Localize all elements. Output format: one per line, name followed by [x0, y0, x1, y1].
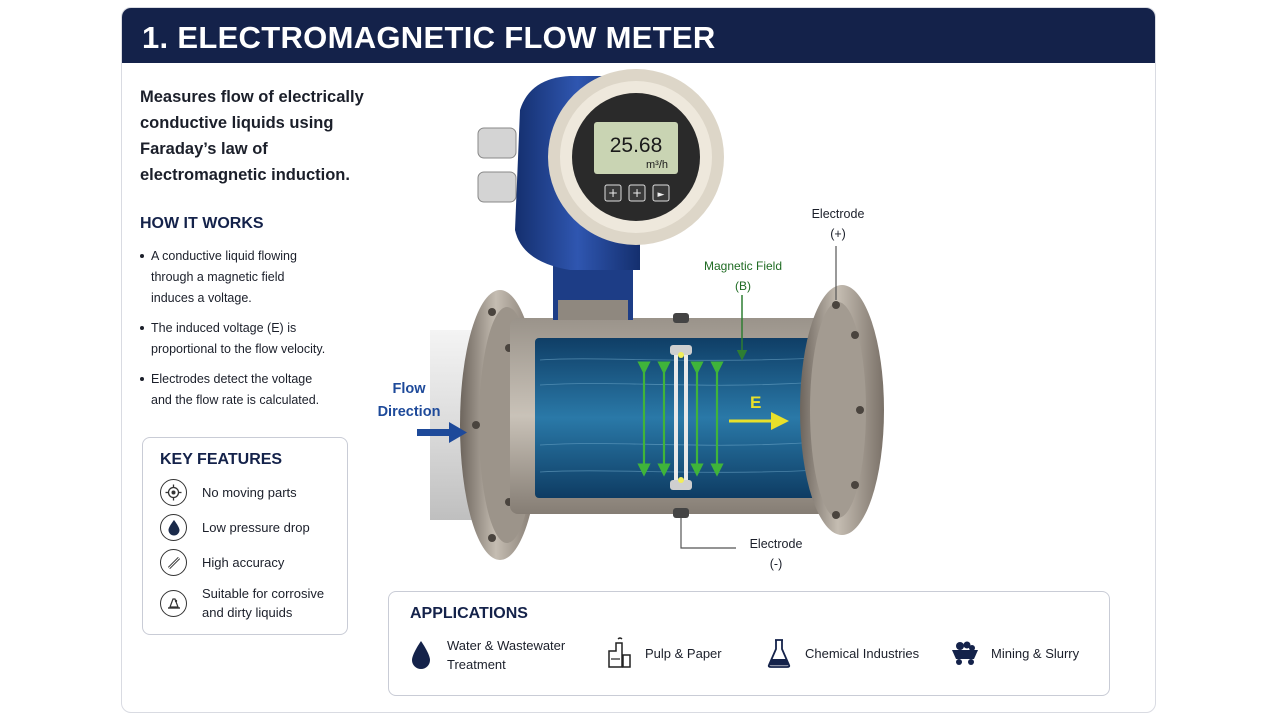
pencil-icon [160, 549, 187, 576]
item-line: Electrodes detect the voltage [151, 372, 313, 386]
item-line: proportional to the flow velocity. [151, 342, 326, 356]
item-line: A conductive liquid flowing [151, 249, 297, 263]
application-label: Mining & Slurry [991, 645, 1080, 661]
how-it-works-heading: HOW IT WORKS [140, 215, 264, 232]
feature-item: Suitable for corrosive and dirty liquids [160, 584, 324, 622]
water-drop-icon [407, 638, 435, 672]
flow-label-line: Flow [392, 381, 426, 397]
label-line: Electrode [749, 537, 803, 551]
display-value: 25.68 [610, 134, 663, 157]
electrode-positive-label: Electrode (+) [790, 204, 886, 244]
application-item: Mining & Slurry [951, 636, 1079, 670]
svg-text:►: ► [658, 190, 665, 200]
application-item: Water & Wastewater Treatment [407, 636, 565, 674]
how-it-works-list: A conductive liquid flowing through a ma… [140, 246, 380, 420]
flow-label-line: Direction [377, 404, 441, 420]
intro-line: Faraday’s law of [140, 140, 268, 158]
how-it-works-item: A conductive liquid flowing through a ma… [140, 246, 380, 309]
display-unit: m³/h [646, 159, 668, 171]
target-icon [160, 479, 187, 506]
flask-icon [765, 636, 793, 670]
feature-item: Low pressure drop [160, 514, 310, 541]
label-line: (-) [769, 557, 783, 571]
flow-direction-label: Flow Direction [372, 378, 446, 424]
label-line: (+) [830, 227, 846, 241]
item-line: and the flow rate is calculated. [151, 393, 320, 407]
corrosion-icon [160, 589, 187, 617]
application-item: Chemical Industries [765, 636, 919, 670]
how-it-works-item: Electrodes detect the voltage and the fl… [140, 369, 380, 411]
e-label: E [750, 393, 761, 412]
feature-label: and dirty liquids [202, 605, 293, 620]
intro-line: Measures flow of electrically [140, 88, 364, 106]
applications-panel: APPLICATIONS Water & Wastewater Treatmen… [388, 591, 1110, 696]
droplet-icon [160, 514, 187, 541]
svg-text:+: + [608, 186, 618, 200]
label-line: Magnetic Field [703, 259, 783, 273]
application-label: Water & Wastewater [447, 638, 566, 653]
application-label: Pulp & Paper [645, 645, 722, 661]
label-line: Electrode [811, 207, 865, 221]
intro-line: conductive liquids using [140, 114, 334, 132]
key-features-panel: KEY FEATURES No moving parts Low pressur… [142, 437, 348, 635]
applications-heading: APPLICATIONS [410, 605, 528, 622]
label-line: (B) [735, 279, 751, 293]
key-features-heading: KEY FEATURES [160, 451, 283, 468]
feature-item: High accuracy [160, 549, 284, 576]
intro-text: Measures flow of electrically conductive… [140, 84, 390, 188]
electrode-negative-label: Electrode (-) [728, 534, 824, 574]
flow-meter-diagram: E 25.68 m³/h + + ► [430, 69, 884, 560]
item-line: The induced voltage (E) is [151, 321, 297, 335]
application-label: Chemical Industries [805, 645, 920, 661]
application-label: Treatment [447, 657, 506, 672]
item-line: induces a voltage. [151, 291, 252, 305]
feature-label: Low pressure drop [202, 520, 310, 535]
feature-label: High accuracy [202, 555, 285, 570]
intro-line: electromagnetic induction. [140, 166, 350, 184]
svg-text:+: + [632, 186, 642, 200]
item-line: through a magnetic field [151, 270, 285, 284]
feature-label: No moving parts [202, 485, 297, 500]
magnetic-field-label: Magnetic Field (B) [688, 256, 798, 296]
flow-arrow-icon [417, 422, 467, 443]
pulp-paper-icon [605, 636, 633, 670]
title-bar: 1. ELECTROMAGNETIC FLOW METER [122, 8, 1155, 63]
display-buttons: + + ► [604, 184, 670, 202]
feature-label: Suitable for corrosive [202, 586, 325, 601]
mining-cart-icon [951, 636, 979, 670]
page-title: 1. ELECTROMAGNETIC FLOW METER [142, 20, 716, 55]
how-it-works-item: The induced voltage (E) is proportional … [140, 318, 380, 360]
application-item: Pulp & Paper [605, 636, 722, 670]
feature-item: No moving parts [160, 479, 297, 506]
